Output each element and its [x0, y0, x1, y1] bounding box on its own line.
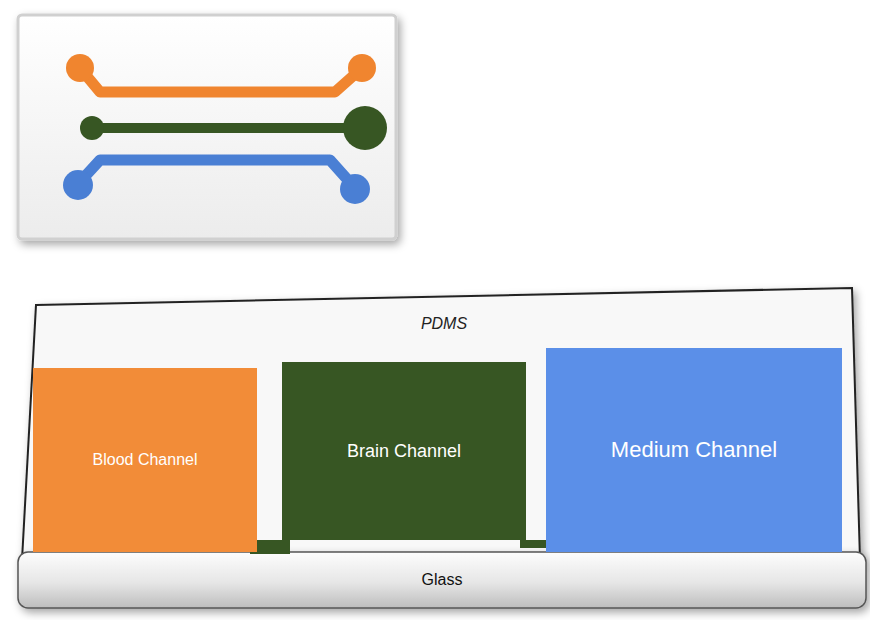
- channel-label: Blood Channel: [93, 450, 198, 470]
- channel-label: Medium Channel: [611, 436, 777, 464]
- pdms-block: [22, 288, 860, 560]
- glass-slide: [18, 552, 866, 608]
- medium-channel: Medium Channel: [546, 348, 842, 552]
- blood-channel: Blood Channel: [33, 368, 257, 552]
- glass-label-area: Glass: [18, 552, 866, 608]
- brain-channel: Brain Channel: [282, 362, 526, 540]
- channel-label: Glass: [422, 570, 463, 590]
- pdms-label-area: PDMS Blood Channel Brain Channel Medium Cha…: [36, 296, 852, 552]
- channel-label: Brain Channel: [347, 440, 461, 463]
- chip-top-view: [18, 15, 396, 239]
- channel-label: PDMS: [421, 314, 467, 334]
